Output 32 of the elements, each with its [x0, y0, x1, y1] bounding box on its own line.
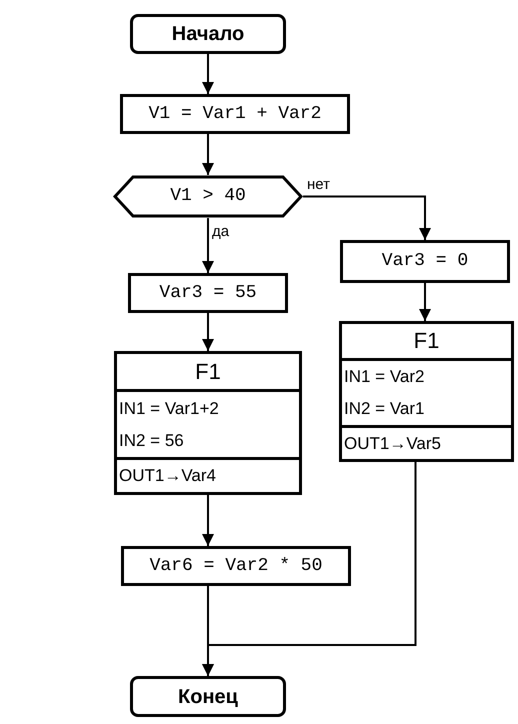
decision-hexagon: [113, 175, 303, 218]
terminal-text: Начало: [172, 22, 244, 47]
function-block: [339, 321, 514, 462]
terminal-box: [130, 14, 286, 54]
statement-text: Var3 = 55: [159, 282, 257, 304]
arrow: [202, 218, 214, 273]
arrow: [202, 462, 416, 676]
input-mapping: IN2 = Var1: [344, 398, 426, 420]
function-name: F1: [414, 327, 440, 356]
process-box: [128, 273, 288, 313]
condition-text: V1 > 40: [170, 185, 246, 208]
function-block: [114, 351, 302, 495]
input-mapping: IN1 = Var2: [344, 366, 426, 388]
process-box: [340, 240, 510, 283]
statement-text: V1 = Var1 + Var2: [148, 102, 322, 126]
arrow: [303, 196, 431, 240]
terminal-text: Конец: [178, 684, 238, 710]
statement-text: Var3 = 0: [382, 250, 468, 273]
arrow: [202, 134, 214, 175]
terminal-box: [130, 676, 286, 717]
input-mapping: IN1 = Var1+2: [119, 398, 220, 420]
arrow: [202, 495, 214, 546]
arrow: [419, 283, 431, 321]
arrow: [202, 313, 214, 351]
input-mapping: IN2 = 56: [119, 430, 185, 452]
output-mapping: OUT1→Var5: [344, 432, 441, 455]
process-box: [120, 94, 350, 134]
statement-text: Var6 = Var2 * 50: [150, 554, 322, 578]
process-box: [121, 546, 351, 586]
function-name: F1: [195, 358, 221, 386]
output-mapping: OUT1→Var4: [119, 465, 216, 488]
arrow: [202, 54, 214, 94]
